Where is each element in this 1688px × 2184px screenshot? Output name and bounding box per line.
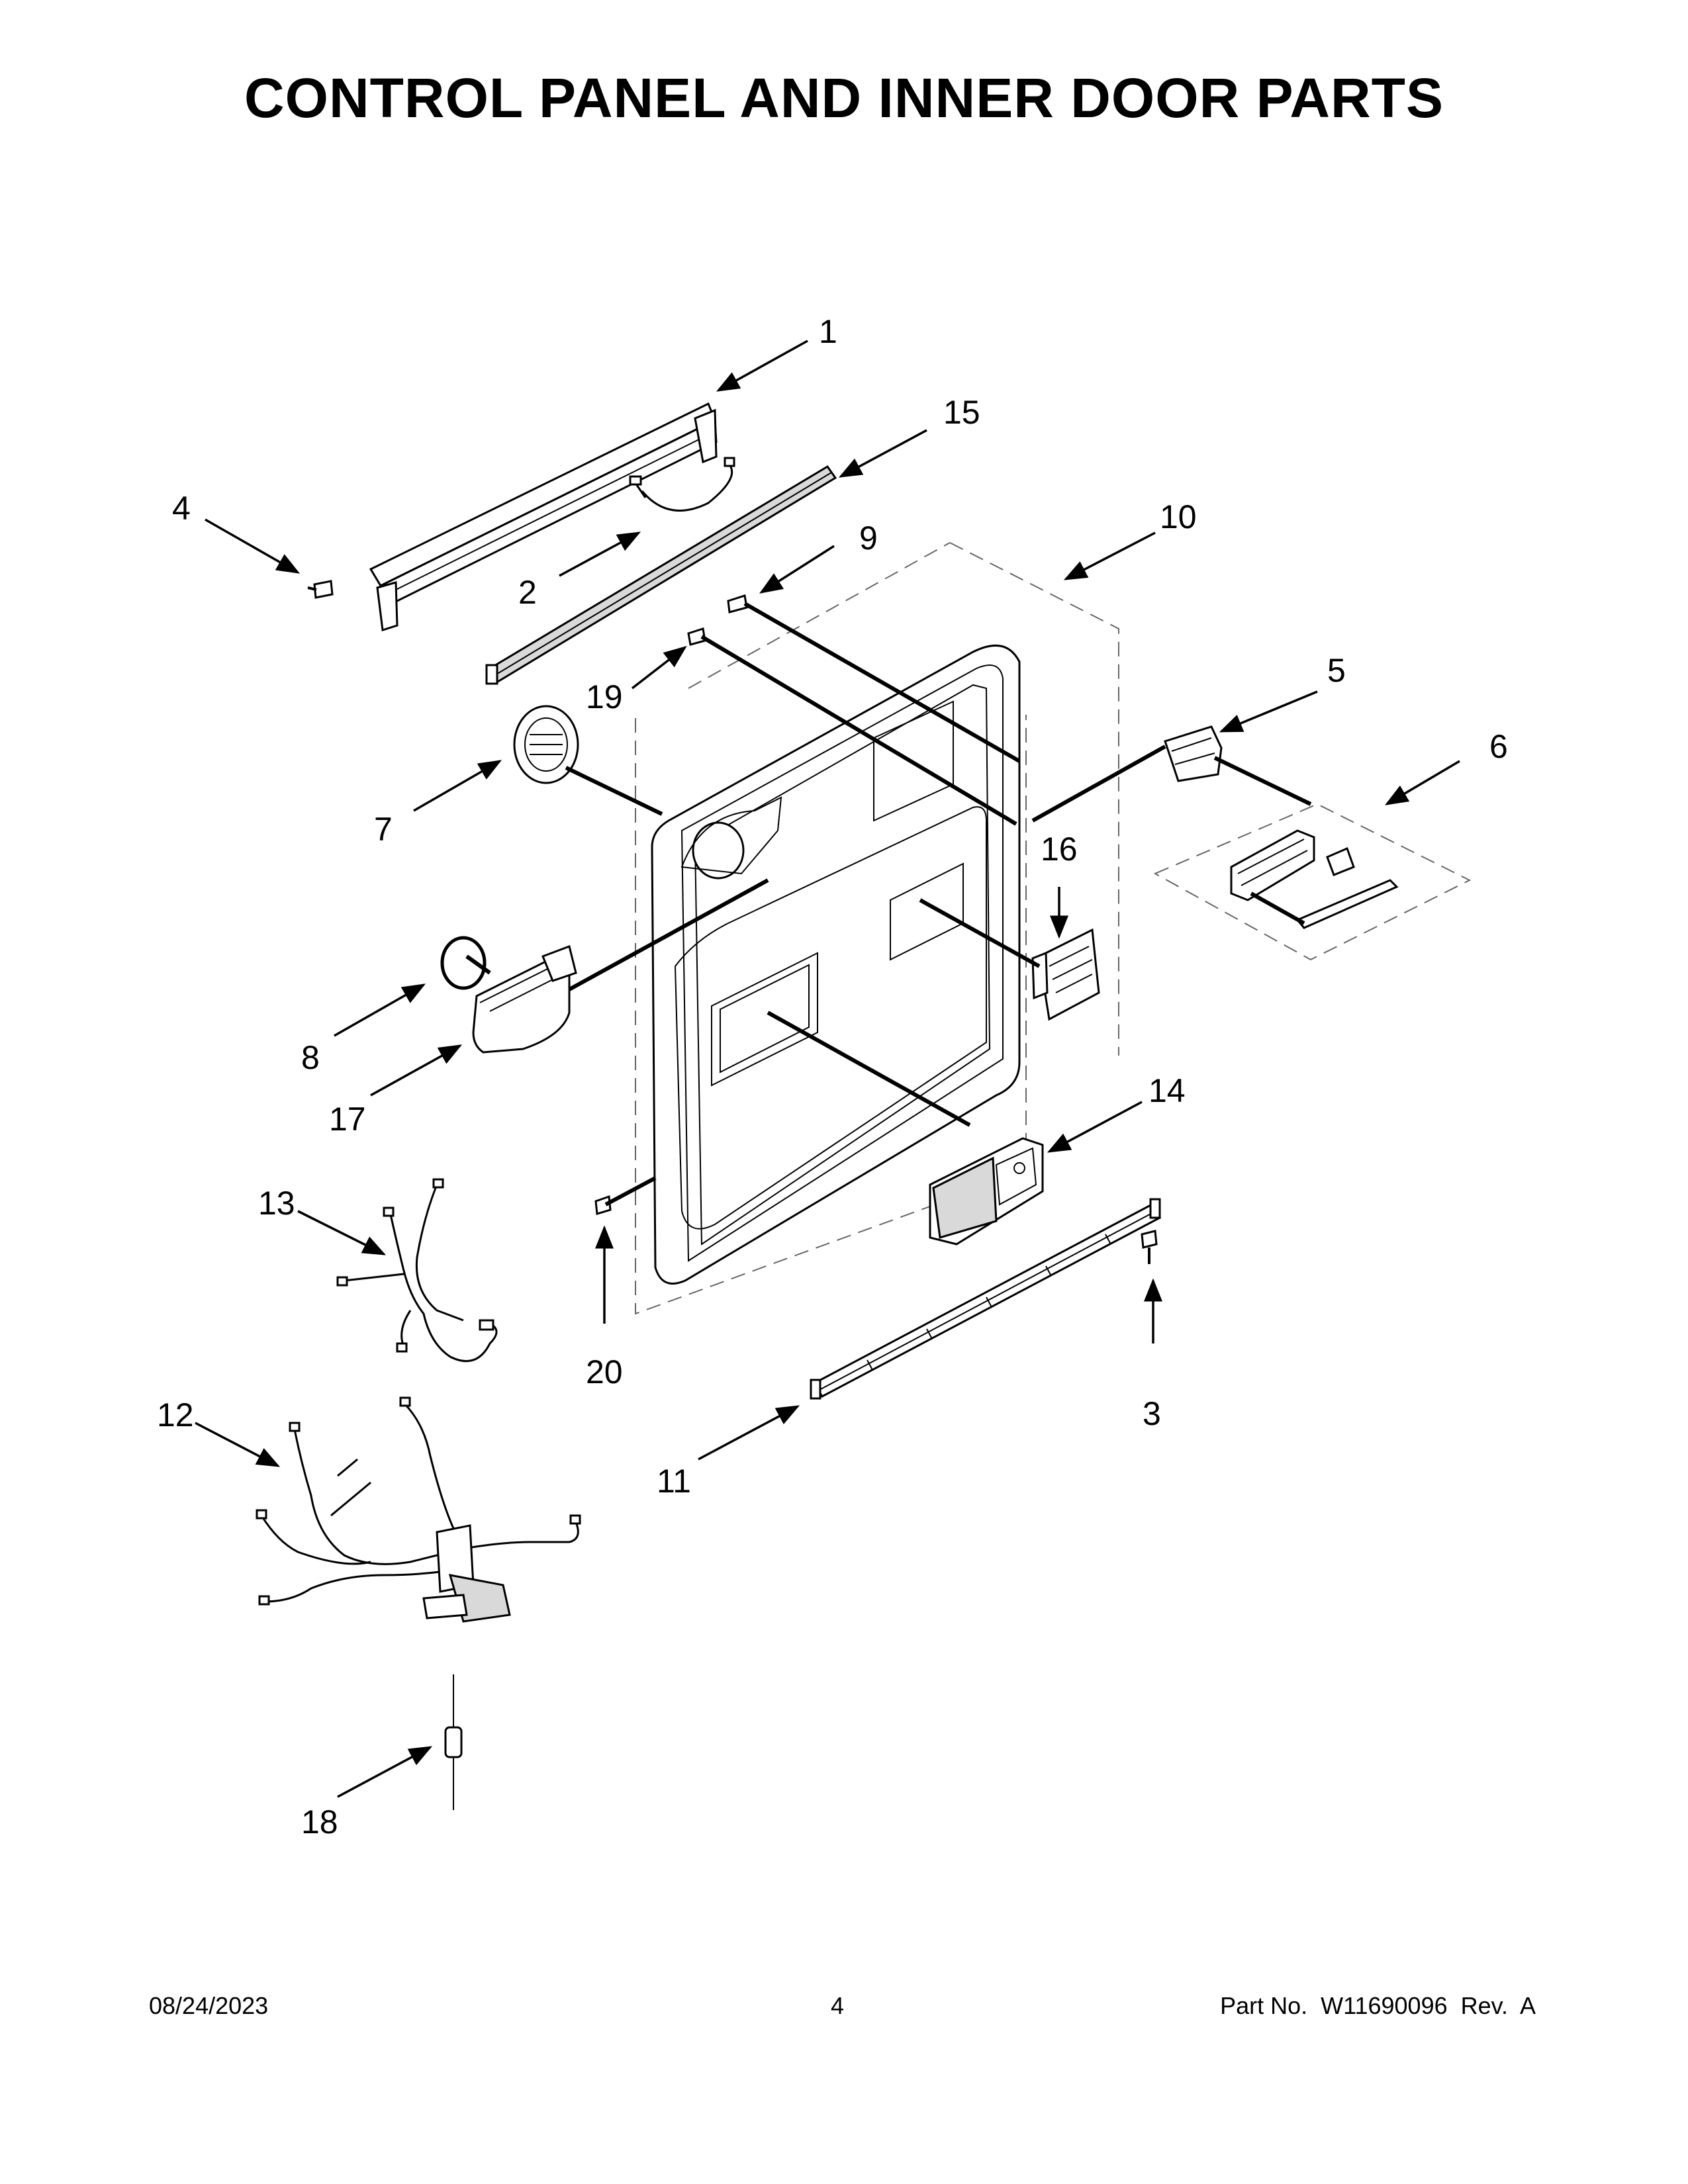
control-panel-trim [369,402,718,631]
callout-20: 20 [586,1353,623,1390]
callout-6: 6 [1489,728,1508,765]
control-board [1153,803,1472,961]
callout-4: 4 [172,490,191,527]
callout-13: 13 [258,1185,295,1222]
detergent-dispenser [929,1137,1044,1246]
screw-3 [1141,1230,1158,1264]
callout-9: 9 [859,520,878,557]
screw-4 [307,580,334,599]
callout-15: 15 [943,394,980,431]
callout-3: 3 [1143,1395,1161,1432]
wire-harness-12 [256,1396,581,1623]
vent-housing [472,945,577,1054]
wire-harness-13 [336,1178,498,1363]
page-title: CONTROL PANEL AND INNER DOOR PARTS [244,67,1444,129]
callout-14: 14 [1149,1072,1186,1109]
callout-5: 5 [1327,652,1346,689]
callout-11: 11 [657,1463,691,1500]
callout-19: 19 [586,678,623,715]
footer-date: 08/24/2023 [149,1992,269,2019]
callout-arrows [195,340,1460,1798]
callout-7: 7 [374,811,393,848]
callout-12: 12 [157,1396,194,1433]
callout-16: 16 [1041,831,1078,868]
door-latch-bracket [1031,928,1100,1021]
door-gasket-strip [485,465,837,685]
screw-9 [727,594,748,614]
inner-door-panel [635,542,1119,1315]
callout-17: 17 [329,1101,366,1138]
door-switch [1164,725,1223,782]
callout-8: 8 [301,1039,320,1076]
callout-1: 1 [819,313,837,350]
callout-18: 18 [301,1803,338,1841]
footer-page-number: 4 [831,1992,845,2019]
thermal-fuse [444,1674,463,1810]
door-bottom-trim [810,1198,1162,1400]
callout-2: 2 [518,574,537,611]
callout-10: 10 [1160,498,1197,535]
vent-assembly [513,705,579,784]
screw-20 [594,1195,612,1215]
o-ring [440,936,487,990]
footer-part-number: Part No. W11690096 Rev. A [1220,1992,1536,2019]
switch-wire [629,457,735,512]
